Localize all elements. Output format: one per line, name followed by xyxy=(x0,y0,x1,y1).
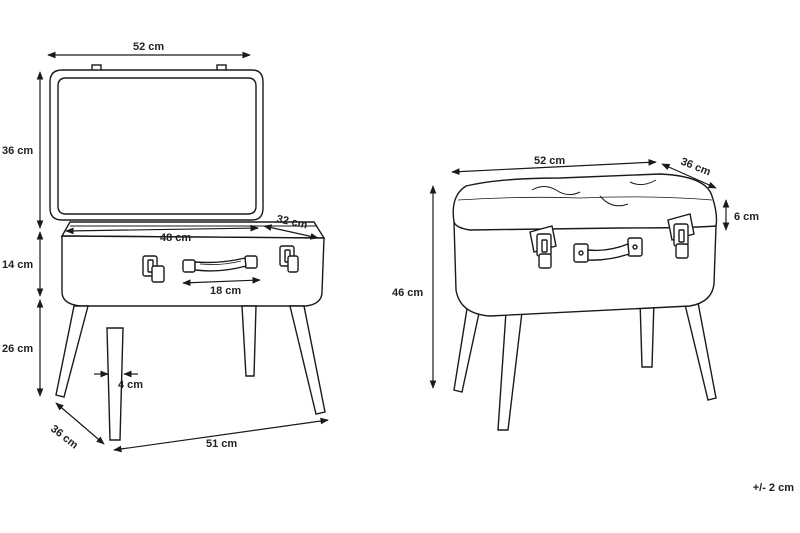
label-cushion-height: 6 cm xyxy=(734,211,759,223)
closed-stool-drawing xyxy=(452,173,718,431)
open-stool-dimension-lines xyxy=(36,51,329,453)
closed-cushion xyxy=(452,173,718,231)
dim-inner-width-line xyxy=(65,224,259,235)
closed-stool-dimension-lines xyxy=(429,159,730,389)
open-lid-inner xyxy=(57,77,257,215)
cushion-piping xyxy=(457,196,713,201)
label-leg-height: 26 cm xyxy=(2,343,33,355)
label-width: 51 cm xyxy=(206,438,237,450)
dim-handle-width-line xyxy=(182,276,261,287)
cushion-tufting-left xyxy=(531,186,581,196)
dim-width-line xyxy=(113,417,329,453)
tolerance-note: +/- 2 cm xyxy=(752,482,794,494)
closed-leg-front-right xyxy=(639,299,655,368)
cushion-tufting-mid xyxy=(599,195,629,207)
open-stool-drawing xyxy=(49,64,326,441)
open-leg-front-right xyxy=(241,305,257,377)
label-inner-width: 48 cm xyxy=(160,232,191,244)
label-lid-width: 52 cm xyxy=(133,41,164,53)
dim-closed-depth-line xyxy=(661,163,717,189)
closed-handle xyxy=(573,237,643,263)
closed-leg-back-right xyxy=(681,291,717,401)
closed-box-body xyxy=(453,221,717,317)
open-handle xyxy=(182,255,258,273)
label-total-height: 46 cm xyxy=(392,287,423,299)
open-leg-back-right xyxy=(289,305,326,415)
cushion-tufting-right xyxy=(629,179,657,186)
dim-depth-line xyxy=(55,402,105,445)
dim-inner-depth-line xyxy=(263,224,319,240)
label-box-height: 14 cm xyxy=(2,259,33,271)
label-depth: 36 cm xyxy=(48,423,80,452)
open-latch-right xyxy=(279,245,299,273)
label-lid-height: 36 cm xyxy=(2,145,33,157)
label-closed-width: 52 cm xyxy=(534,155,565,167)
label-closed-depth: 36 cm xyxy=(679,156,713,179)
closed-latch-right xyxy=(667,213,695,259)
open-latch-left xyxy=(142,255,165,283)
label-handle-width: 18 cm xyxy=(210,285,241,297)
open-leg-back-left xyxy=(55,305,89,398)
label-leg-width: 4 cm xyxy=(118,379,143,391)
closed-leg-front-left xyxy=(497,311,523,431)
open-lid-outline xyxy=(49,69,264,221)
dim-closed-width-line xyxy=(451,159,657,175)
closed-latch-left xyxy=(529,225,557,269)
